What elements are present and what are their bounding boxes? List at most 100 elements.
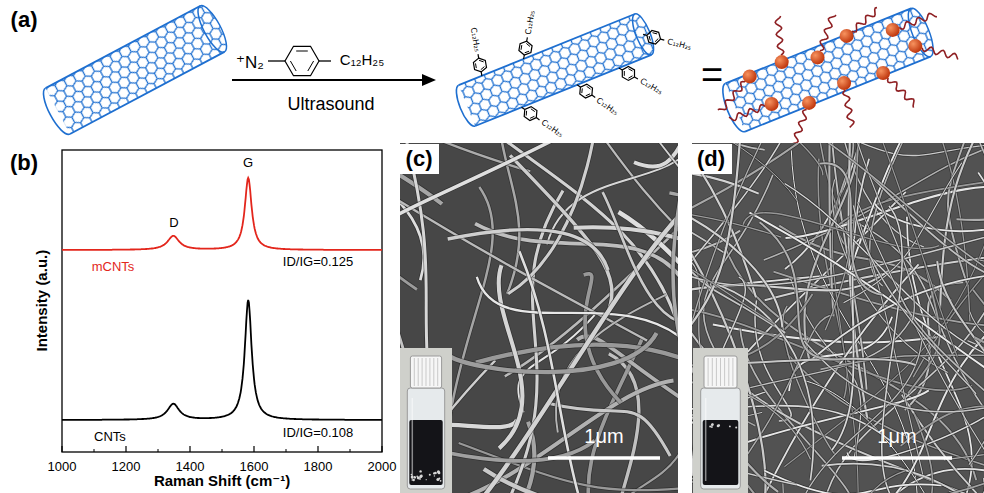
alkyl-chain <box>820 15 836 51</box>
arrow-head <box>422 74 436 86</box>
axis-tick <box>222 449 223 452</box>
fibre-shadow <box>692 171 759 216</box>
bond <box>477 54 479 58</box>
fibre <box>477 277 678 346</box>
nanotube <box>718 5 938 134</box>
alkyl-chain <box>729 105 765 121</box>
alkyl-chain <box>852 8 877 32</box>
double-bond <box>296 51 308 52</box>
tick-label: 2000 <box>368 460 397 475</box>
fibre <box>822 464 984 493</box>
aryl-sphere <box>743 69 757 83</box>
tube-end <box>38 88 70 138</box>
vial-cap <box>410 356 441 388</box>
double-bond <box>624 71 625 76</box>
double-bond <box>526 111 527 116</box>
double-bond <box>586 94 590 96</box>
alkyl-chain <box>775 16 784 55</box>
tube-end <box>628 11 658 57</box>
fibre <box>835 143 915 323</box>
fibre <box>725 143 984 274</box>
fibre <box>760 471 906 493</box>
panel-label: (c) <box>399 144 440 173</box>
glass-glint <box>412 398 414 481</box>
aryl-sphere <box>775 55 789 69</box>
fibre-shadow <box>835 143 915 323</box>
fibre <box>647 415 679 493</box>
double-bond <box>587 86 591 89</box>
fibre-shadow <box>484 469 678 493</box>
fibre-shadow <box>692 143 798 202</box>
bond <box>523 55 525 59</box>
tube-lattice <box>459 14 652 126</box>
particle <box>411 476 414 479</box>
tube-ground <box>459 14 652 126</box>
aryl-sphere <box>886 23 900 37</box>
alkyl-chain <box>899 13 937 29</box>
double-bond <box>475 63 477 68</box>
benzene-ring <box>524 107 537 121</box>
photo-ground <box>400 348 452 493</box>
fibre <box>974 337 984 380</box>
nanotube <box>38 2 232 138</box>
panel-label: (a) <box>11 7 38 32</box>
fibre <box>603 192 678 324</box>
tube-edge <box>70 52 225 134</box>
axis-tick <box>158 449 159 452</box>
tick-label: 1000 <box>48 460 77 475</box>
ratio-label: ID/IG=0.125 <box>283 255 353 270</box>
fibre <box>882 206 902 493</box>
fibre-shadow <box>476 345 678 385</box>
fibre <box>619 212 679 400</box>
fibre-shadow <box>510 155 612 315</box>
double-bond <box>290 61 296 71</box>
tube-lattice <box>46 6 225 134</box>
fibre-shadow <box>400 143 678 216</box>
fibre-shadow <box>673 143 678 394</box>
axis-tick <box>189 446 190 452</box>
ratio-label: ID/IG=0.108 <box>283 426 353 441</box>
sem-fibres <box>692 143 984 493</box>
fibre <box>449 381 674 493</box>
bond <box>481 72 483 76</box>
particle <box>419 475 422 478</box>
sem-fibres <box>400 143 678 493</box>
substituent-label: C₁₂H₂₅ <box>638 76 664 96</box>
tick-label: 1400 <box>176 460 205 475</box>
fibre <box>484 469 678 493</box>
scale-label: 1μm <box>584 425 623 448</box>
bond <box>536 118 539 120</box>
tube-edge <box>726 8 911 83</box>
particle <box>440 480 442 482</box>
fibre-shadow <box>847 404 984 460</box>
fibre-shadow <box>692 298 778 492</box>
fibre-shadow <box>692 180 775 325</box>
cap-ridge <box>716 358 717 386</box>
double-bond <box>655 39 658 42</box>
cap-ridge <box>712 358 713 386</box>
fibre-shadow <box>603 192 678 324</box>
double-bond <box>628 69 632 71</box>
cap-ridge <box>433 358 434 386</box>
fibre <box>499 265 523 448</box>
fibre <box>692 204 782 327</box>
aryl-sphere <box>811 50 825 64</box>
fibre <box>804 341 984 412</box>
reagent-label: ⁺N₂ <box>236 53 264 73</box>
bond <box>661 39 665 40</box>
fibre <box>673 143 678 394</box>
fibre <box>957 206 984 231</box>
fibre <box>932 143 984 200</box>
particle <box>419 470 421 472</box>
axis-tick <box>94 449 95 452</box>
aryl-sphere <box>802 96 816 110</box>
particle <box>429 474 431 476</box>
benzene-ring <box>580 84 593 98</box>
cap-ridge <box>728 358 729 386</box>
fibre-shadow <box>804 341 984 412</box>
fibre-shadow <box>446 333 656 372</box>
particle <box>413 479 415 481</box>
fibre <box>400 143 678 216</box>
